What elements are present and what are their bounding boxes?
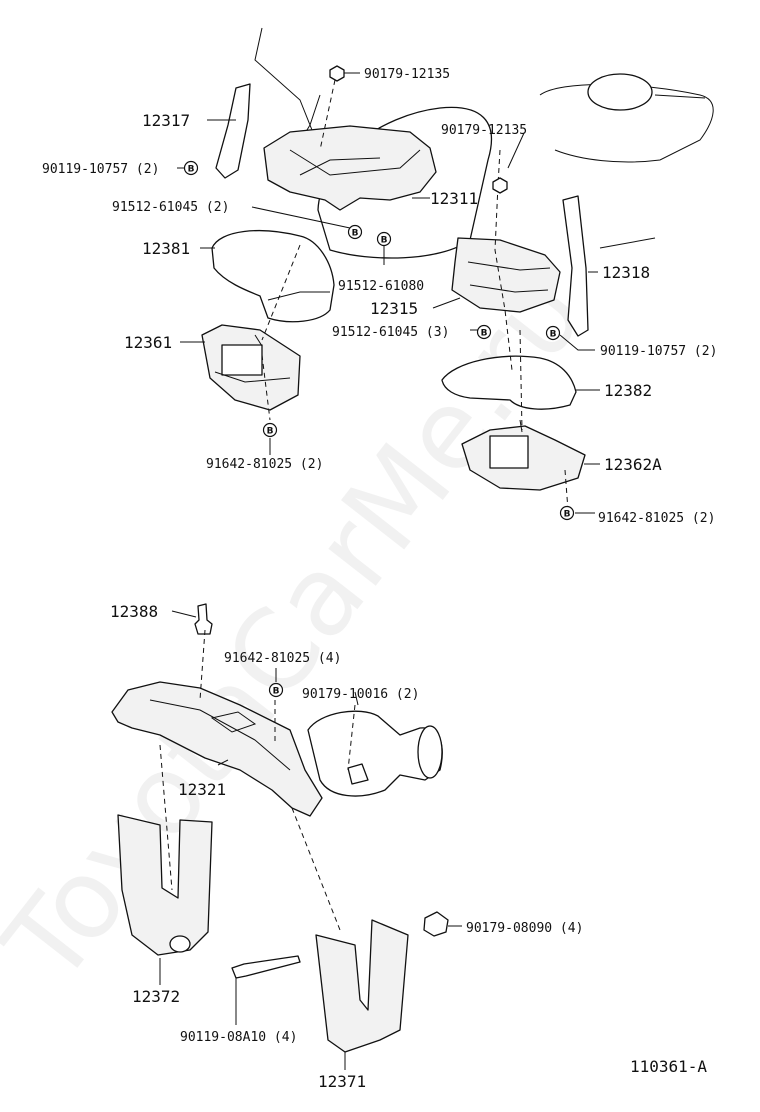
figure-code: 110361-A	[630, 1057, 707, 1076]
b-symbol-91642-81025-lower: B	[268, 682, 284, 698]
part-90179-08090-nut	[423, 911, 449, 937]
b-symbol-90119-10757-left: B	[183, 160, 199, 176]
b-symbol-90119-10757-right: B	[545, 325, 561, 341]
label-90179-12135-a: 90179-12135	[364, 67, 450, 82]
svg-text:B: B	[564, 510, 571, 520]
label-12382: 12382	[604, 381, 652, 400]
svg-text:B: B	[481, 329, 488, 339]
svg-text:B: B	[550, 330, 557, 340]
b-symbol-91512-61045-left: B	[347, 224, 363, 240]
nut-90179-12135-b-icon	[492, 177, 508, 194]
svg-text:B: B	[188, 165, 195, 175]
label-12311: 12311	[430, 189, 478, 208]
label-90119-10757-a: 90119-10757 (2)	[42, 162, 159, 177]
part-12382-cover	[441, 355, 577, 410]
label-90119-10757-b: 90119-10757 (2)	[600, 344, 717, 359]
label-90179-08090: 90179-08090 (4)	[466, 921, 583, 936]
part-12381-cover	[211, 229, 335, 323]
svg-text:B: B	[273, 687, 280, 697]
label-12388: 12388	[110, 602, 158, 621]
nut-90179-12135-a-icon	[329, 65, 345, 82]
label-12318: 12318	[602, 263, 650, 282]
label-12321: 12321	[178, 780, 226, 799]
b-symbol-91512-61080: B	[376, 231, 392, 247]
label-12361: 12361	[124, 333, 172, 352]
part-12388-stud	[194, 603, 213, 635]
part-12321-crossmember	[111, 681, 323, 817]
label-12371: 12371	[318, 1072, 366, 1091]
label-12315: 12315	[370, 299, 418, 318]
label-90119-08A10: 90119-08A10 (4)	[180, 1030, 297, 1045]
part-12317-bracket	[215, 83, 251, 179]
label-90179-12135-b: 90179-12135	[441, 123, 527, 138]
label-12372: 12372	[132, 987, 180, 1006]
alignment-lines	[159, 79, 569, 931]
label-91642-81025-b: 91642-81025 (2)	[598, 511, 715, 526]
label-91512-61045-a: 91512-61045 (2)	[112, 200, 229, 215]
part-90119-08A10-bolt	[231, 955, 301, 979]
part-12372-bracket	[117, 814, 213, 956]
svg-text:B: B	[352, 229, 359, 239]
b-symbol-91642-81025-upper-right: B	[559, 505, 575, 521]
label-12317: 12317	[142, 111, 190, 130]
label-91512-61045-b: 91512-61045 (3)	[332, 325, 449, 340]
part-12371-bracket	[315, 919, 409, 1053]
label-90179-10016: 90179-10016 (2)	[302, 687, 419, 702]
label-12362A: 12362A	[604, 455, 662, 474]
label-12381: 12381	[142, 239, 190, 258]
svg-text:B: B	[381, 236, 388, 246]
label-91512-61080: 91512-61080	[338, 279, 424, 294]
svg-text:B: B	[267, 427, 274, 437]
part-12318-bracket	[562, 195, 589, 337]
part-12311-bracket	[263, 125, 437, 211]
part-12315-bracket	[451, 237, 561, 313]
b-symbol-91642-81025-upper-left: B	[262, 422, 278, 438]
b-symbol-91512-61045-right: B	[476, 324, 492, 340]
label-91642-81025-a: 91642-81025 (2)	[206, 457, 323, 472]
label-91642-81025-c: 91642-81025 (4)	[224, 651, 341, 666]
leader-lines	[159, 72, 600, 1070]
